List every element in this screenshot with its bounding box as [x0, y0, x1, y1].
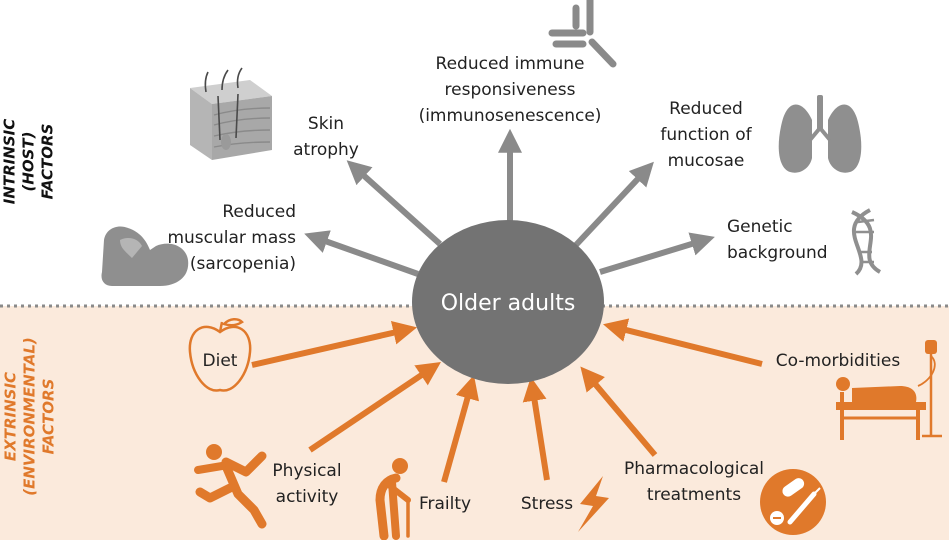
arrow-mucosae	[572, 161, 654, 249]
arrow-diet	[251, 321, 418, 368]
arrow-genetic	[599, 232, 715, 275]
arrow-comorbid	[603, 318, 763, 367]
hospital-bed-icon	[836, 340, 942, 440]
lightning-icon	[578, 476, 609, 532]
arrow-physical	[308, 361, 441, 453]
arrow-skin	[346, 160, 443, 247]
antibody-icon	[548, 0, 617, 68]
lungs-icon	[778, 95, 862, 173]
older-adults-label: Older adults	[440, 291, 576, 316]
diet-label: Diet	[202, 351, 238, 371]
skin-atrophy-label: Skin atrophy	[293, 114, 359, 160]
extrinsic-factors-label: EXTRINSIC (ENVIRONMENTAL) FACTORS	[1, 337, 58, 496]
dna-icon	[851, 208, 882, 276]
immune-responsiveness-label: Reduced immune responsiveness (immunosen…	[418, 54, 602, 126]
pharmacological-treatments-label: Pharmacological treatments	[624, 459, 764, 505]
physical-activity-label: Physical activity	[272, 461, 342, 507]
center-ellipse	[412, 220, 604, 384]
arrow-frailty	[441, 375, 480, 483]
genetic-background-label: Genetic background	[727, 217, 828, 263]
stress-label: Stress	[520, 494, 574, 514]
intrinsic-factors-label: INTRINSIC (HOST) FACTORS	[0, 118, 57, 205]
arrow-muscle	[304, 230, 420, 277]
apple-icon	[188, 318, 252, 392]
arrow-stress	[522, 376, 550, 481]
co-morbidities-label: Co-morbidities	[775, 351, 901, 371]
pills-syringe-icon	[760, 469, 826, 535]
muscular-mass-label: Reduced muscular mass (sarcopenia)	[167, 202, 296, 274]
running-person-icon	[194, 444, 267, 529]
arrow-pharma	[580, 366, 658, 457]
mucosae-function-label: Reduced function of mucosae	[660, 99, 752, 171]
frailty-label: Frailty	[418, 494, 472, 514]
skin-layers-icon	[190, 67, 272, 160]
elderly-cane-icon	[375, 458, 411, 540]
flexed-arm-icon	[101, 226, 189, 286]
